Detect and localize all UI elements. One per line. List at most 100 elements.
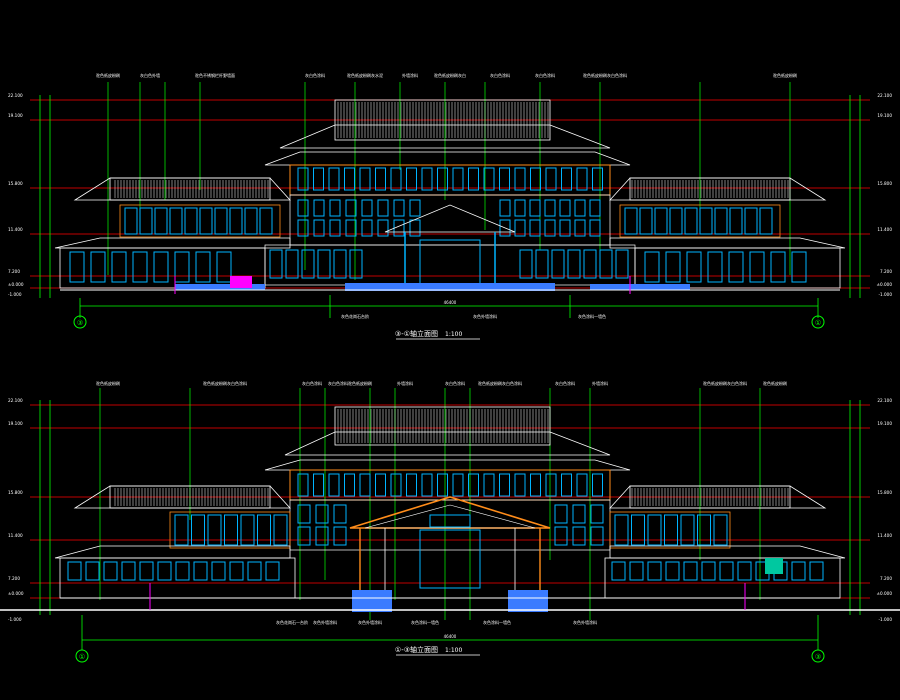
level-lines-top: [30, 99, 870, 289]
level-mark-bottom-left-5: ±0.000: [8, 591, 24, 596]
windows-wings-top: [69, 207, 807, 283]
annotation-top-upper-7: 灰白色涂料: [490, 72, 510, 78]
windows-central-top: [269, 167, 629, 279]
entrance-gable-bottom: [349, 496, 551, 612]
level-mark-top-left-0: 22.100: [8, 93, 23, 98]
level-mark-bottom-left-1: 19.100: [8, 421, 23, 426]
dimension-columns-top: [39, 95, 861, 318]
level-mark-top-right-5: ±0.000: [877, 282, 893, 287]
axis-label-top-left: ③: [77, 319, 83, 327]
annotation-bottom-upper-9: 驼色纸皮粉刷灰白色涂料: [703, 380, 747, 386]
axis-bubbles-bottom: [75, 649, 825, 663]
level-mark-bottom-left-0: 22.100: [8, 398, 23, 403]
overall-dimension-top: 46400: [444, 300, 457, 305]
level-mark-bottom-left-3: 11.400: [8, 533, 23, 538]
annotation-bottom-upper-8: 外墙涂料: [592, 380, 608, 386]
annotation-bottom-upper-6: 驼色纸皮粉刷灰白色涂料: [478, 380, 522, 386]
annotation-top-upper-6: 驼色纸皮粉刷灰白: [434, 72, 466, 78]
level-mark-bottom-right-1: 19.100: [877, 421, 892, 426]
ground-bottom: [0, 558, 900, 611]
annotation-bottom-upper-0: 驼色纸皮粉刷: [96, 380, 120, 386]
main-roof-bottom: [264, 406, 631, 471]
main-roof-top: [264, 99, 631, 166]
annotation-bottom-lower-2: 灰色外墙涂料: [358, 619, 382, 625]
annotation-bottom-upper-7: 灰白色涂料: [555, 380, 575, 386]
level-mark-bottom-right-2: 15.800: [877, 490, 892, 495]
annotation-top-lower-1: 灰色外墙涂料: [473, 313, 497, 319]
level-marks-bottom-left: 22.10019.10015.80011.4007.200±0.000-1.00…: [8, 398, 24, 622]
annotation-top-upper-5: 外墙涂料: [402, 72, 418, 78]
level-mark-bottom-right-6: -1.000: [879, 617, 893, 622]
level-mark-top-right-0: 22.100: [877, 93, 892, 98]
annotation-top-upper-2: 驼色不锈钢栏杆野墙面: [195, 72, 235, 78]
level-mark-top-left-2: 15.800: [8, 181, 23, 186]
level-marks-top-left: 22.100 19.100 15.800 11.400 7.200 ±0.000 -1.00…: [8, 93, 24, 297]
annotations-bottom-lower: 灰色花岗石—台阶灰色外墙涂料灰色外墙涂料灰色涂料—墙色灰色涂料—墙色灰色外墙涂料: [276, 619, 597, 625]
annotation-bottom-lower-3: 灰色涂料—墙色: [411, 619, 439, 625]
level-mark-top-right-6: -1.000: [879, 292, 893, 297]
level-lines-bottom: [30, 404, 870, 599]
annotation-top-upper-4: 驼色纸皮粉刷灰水泥: [347, 72, 383, 78]
level-mark-top-left-6: -1.000: [8, 292, 22, 297]
annotation-top-upper-1: 灰白色外墙: [140, 72, 160, 78]
level-mark-bottom-right-4: 7.200: [880, 576, 892, 581]
level-mark-top-left-1: 19.100: [8, 113, 23, 118]
caption-top: ③-①轴立面图: [395, 329, 438, 338]
level-mark-bottom-left-4: 7.200: [8, 576, 20, 581]
scale-top: 1:100: [445, 331, 462, 338]
annotation-bottom-upper-2: 灰白色涂料: [302, 380, 322, 386]
elevation-top: [30, 82, 870, 329]
right-wing-top: [609, 177, 846, 289]
windows-wings-bottom: [67, 514, 824, 581]
annotation-bottom-lower-5: 灰色外墙涂料: [573, 619, 597, 625]
annotation-top-upper-8: 灰白色涂料: [535, 72, 555, 78]
level-mark-bottom-left-6: -1.000: [8, 617, 22, 622]
overall-dimension-bottom: 46400: [444, 634, 457, 639]
level-mark-top-left-5: ±0.000: [8, 282, 24, 287]
roof-hatching-top: [114, 102, 789, 198]
level-marks-top-right: 22.100 19.100 15.800 11.400 7.200 ±0.000 -1.00…: [877, 93, 893, 297]
annotations-top-upper: 驼色纸皮粉刷 灰白色外墙 驼色不锈钢栏杆野墙面 灰白色涂料 驼色纸皮粉刷灰水泥 外墙涂料 驼…: [96, 72, 797, 78]
level-mark-top-right-2: 15.800: [877, 181, 892, 186]
level-mark-bottom-right-0: 22.100: [877, 398, 892, 403]
axis-label-top-right: ①: [815, 319, 821, 327]
caption-bottom: ①-③轴立面图: [395, 645, 438, 654]
annotation-top-lower-2: 灰色涂料—墙色: [578, 313, 606, 319]
level-mark-bottom-right-3: 11.400: [877, 533, 892, 538]
annotation-bottom-upper-1: 驼色纸皮粉刷灰白色涂料: [203, 380, 247, 386]
annotation-bottom-lower-0: 灰色花岗石—台阶: [276, 619, 308, 625]
annotation-top-upper-0: 驼色纸皮粉刷: [96, 72, 120, 78]
annotation-bottom-upper-5: 灰白色涂料: [445, 380, 465, 386]
axis-label-bottom-left: ①: [79, 653, 85, 661]
annotations-top-lower: 灰色花岗石台阶 灰色外墙涂料 灰色涂料—墙色: [341, 313, 606, 319]
entrance-canopy-top: [345, 204, 555, 291]
elevation-bottom: [0, 388, 900, 663]
scale-bottom: 1:100: [445, 647, 462, 654]
level-mark-top-right-4: 7.200: [880, 269, 892, 274]
annotation-top-upper-10: 驼色纸皮粉刷: [773, 72, 797, 78]
annotation-bottom-upper-4: 外墙涂料: [397, 380, 413, 386]
annotation-top-upper-9: 驼色纸皮粉刷灰白色涂料: [583, 72, 627, 78]
annotation-bottom-upper-3: 灰白色涂料驼色纸皮粉刷: [328, 380, 372, 386]
level-mark-bottom-right-5: ±0.000: [877, 591, 893, 596]
annotations-bottom-upper: 驼色纸皮粉刷驼色纸皮粉刷灰白色涂料灰白色涂料灰白色涂料驼色纸皮粉刷外墙涂料灰白色…: [96, 380, 787, 386]
annotation-bottom-lower-1: 灰色外墙涂料: [313, 619, 337, 625]
level-mark-top-left-4: 7.200: [8, 269, 20, 274]
annotation-bottom-upper-10: 驼色纸皮粉刷: [763, 380, 787, 386]
dimension-columns-bottom: [39, 400, 861, 650]
windows-central-bottom: [297, 473, 604, 546]
axis-bubbles-top: [73, 315, 825, 329]
ground-top: [60, 276, 840, 294]
level-mark-top-left-3: 11.400: [8, 227, 23, 232]
left-wing-top: [54, 177, 291, 289]
roof-hatching-bottom: [114, 409, 789, 506]
level-marks-bottom-right: 22.100 19.100 15.800 11.400 7.200 ±0.000 -1.00…: [877, 398, 893, 622]
axis-label-bottom-right: ③: [815, 653, 821, 661]
level-mark-top-right-3: 11.400: [877, 227, 892, 232]
text-layer: ③ ① 46400 ③-①轴立面图 1:100 ① ③ 46400 ①-③轴立面…: [77, 300, 821, 661]
level-mark-top-right-1: 19.100: [877, 113, 892, 118]
annotation-bottom-lower-4: 灰色涂料—墙色: [483, 619, 511, 625]
annotation-top-lower-0: 灰色花岗石台阶: [341, 313, 369, 319]
